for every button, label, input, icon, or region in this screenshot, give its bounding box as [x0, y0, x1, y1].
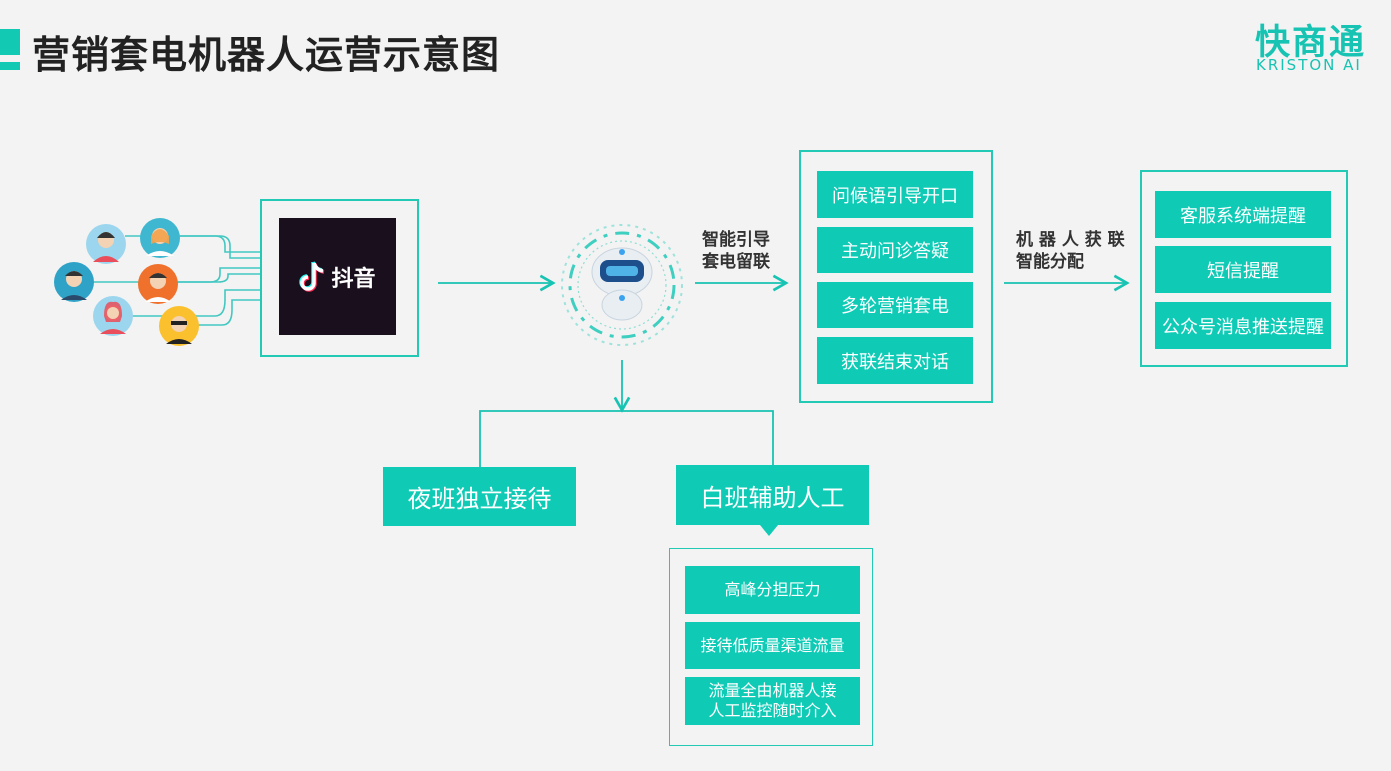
user-avatar-icon — [140, 218, 180, 258]
douyin-frame — [260, 199, 419, 357]
page-title: 营销套电机器人运营示意图 — [32, 33, 501, 77]
tiktok-note-icon — [299, 260, 325, 292]
flow-step: 问候语引导开口 — [817, 171, 973, 218]
user-connector-lines — [90, 235, 260, 326]
user-avatar-icon — [86, 224, 126, 264]
brand-logo-subtext: KRISTON AI — [1256, 56, 1362, 74]
guide-label-line2: 套电留联 — [702, 252, 770, 272]
title-accent-bar — [0, 29, 20, 55]
day-shift-box: 白班辅助人工 — [676, 465, 869, 525]
user-avatar-icon — [159, 306, 199, 346]
day-detail-item: 高峰分担压力 — [685, 566, 860, 614]
brand-logo-text: 快商通 — [1255, 23, 1367, 63]
notification-item: 客服系统端提醒 — [1155, 191, 1331, 238]
branch-line — [479, 410, 774, 467]
title-accent-bar-small — [0, 62, 20, 70]
assign-label-line2: 智能分配 — [1016, 252, 1084, 272]
day-detail-item: 接待低质量渠道流量 — [685, 622, 860, 669]
day-detail-item: 流量全由机器人接 人工监控随时介入 — [685, 677, 860, 725]
day-details-frame — [669, 548, 873, 746]
douyin-logo: 抖音 — [279, 218, 396, 335]
notification-item: 短信提醒 — [1155, 246, 1331, 293]
assign-label-line1: 机 器 人 获 联 — [1016, 230, 1125, 250]
user-avatar-icon — [54, 262, 94, 302]
user-avatar-icon — [138, 264, 178, 304]
guide-label-line1: 智能引导 — [702, 230, 770, 250]
day-shift-pointer — [760, 525, 778, 536]
notifications-frame — [1140, 170, 1348, 367]
flow-steps-frame — [799, 150, 993, 403]
flow-step: 主动问诊答疑 — [817, 227, 973, 273]
user-avatar-icon — [93, 296, 133, 336]
douyin-label: 抖音 — [331, 266, 376, 292]
flow-step: 多轮营销套电 — [817, 282, 973, 328]
robot-icon — [561, 224, 683, 346]
night-shift-box: 夜班独立接待 — [383, 467, 576, 526]
notification-item: 公众号消息推送提醒 — [1155, 302, 1331, 349]
flow-step: 获联结束对话 — [817, 337, 973, 384]
